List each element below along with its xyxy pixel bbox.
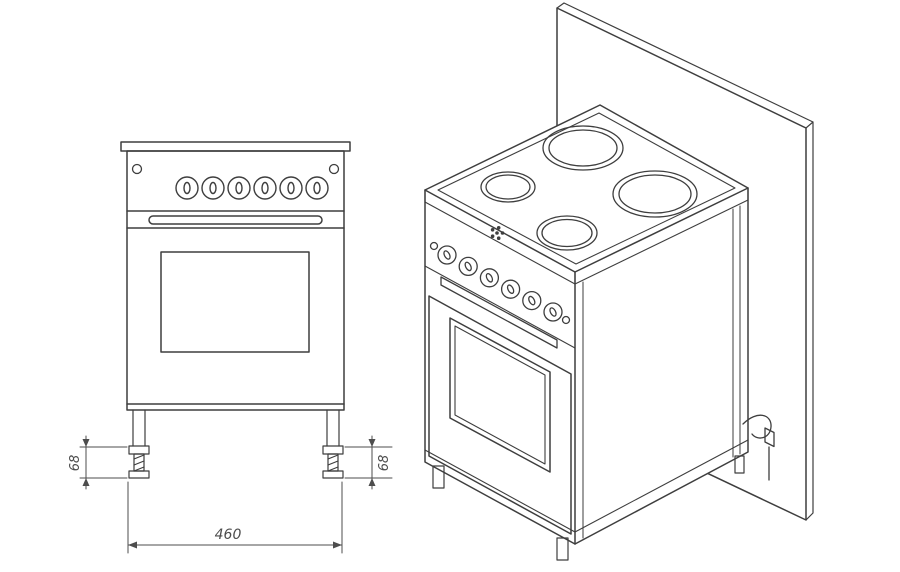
knob-icon — [437, 245, 457, 265]
side-panel-seams — [582, 205, 741, 539]
door-outline — [428, 295, 572, 535]
indicator-lamp-icon — [561, 315, 571, 325]
arrow-icon — [368, 439, 376, 447]
door-window-inner — [454, 325, 546, 465]
front-oven-window — [160, 251, 310, 353]
cooktop-rim — [437, 112, 736, 265]
arrow-icon — [128, 541, 137, 549]
knob-icon — [253, 176, 277, 200]
cooktop-burners — [480, 125, 698, 251]
front-foot-left — [128, 409, 150, 479]
foot-icon — [556, 537, 569, 561]
foot-icon — [734, 455, 745, 474]
base-seam-lines — [424, 439, 749, 533]
dimension-foot-right: 68 — [344, 435, 393, 490]
arrow-icon — [333, 541, 342, 549]
front-oven-handle — [148, 215, 323, 225]
burner-icon — [480, 171, 536, 203]
knob-icon — [305, 176, 329, 200]
door-window-outer — [449, 317, 551, 473]
dimensions: 460 68 68 — [68, 435, 393, 554]
knob-icon — [175, 176, 199, 200]
front-view — [120, 141, 351, 479]
stove-silhouette — [424, 104, 749, 545]
control-panel-bottom-line — [424, 265, 576, 349]
iso-feet — [432, 455, 745, 561]
stove-body — [424, 104, 749, 545]
foot-icon — [432, 465, 445, 489]
burner-icon — [612, 170, 698, 218]
knob-icon — [201, 176, 225, 200]
power-cord — [742, 414, 775, 481]
front-foot-right — [322, 409, 344, 479]
dimension-overall-width: 460 — [127, 481, 343, 554]
front-indicator-lamps — [131, 163, 340, 175]
arrow-icon — [368, 478, 376, 486]
arrow-icon — [82, 439, 90, 447]
flower-symbol-icon — [490, 226, 505, 240]
wall-socket-icon — [764, 427, 775, 448]
indicator-lamp-icon — [131, 163, 143, 175]
dimension-foot-left: 68 — [68, 435, 128, 490]
front-control-knobs — [175, 176, 329, 200]
foot-height-right-label: 68 — [377, 455, 392, 472]
iso-oven-door — [428, 295, 572, 535]
knob-icon — [500, 279, 521, 299]
knob-icon — [522, 290, 542, 311]
isometric-view — [424, 2, 814, 561]
extension-lines — [127, 481, 343, 554]
knob-icon — [227, 176, 251, 200]
wall-panel-thickness-edge — [556, 2, 814, 521]
knob-icon — [543, 302, 563, 322]
overall-width-label: 460 — [215, 527, 242, 543]
foot-height-left-label: 68 — [68, 455, 83, 472]
iso-oven-handle — [440, 276, 558, 349]
burner-icon — [536, 215, 598, 251]
front-body — [126, 150, 345, 411]
cooktop-thickness-band — [424, 187, 749, 285]
knob-icon — [479, 268, 500, 288]
extension-lines — [79, 446, 128, 479]
knob-icon — [458, 256, 478, 277]
iso-control-knobs — [429, 241, 571, 325]
knob-icon — [279, 176, 303, 200]
arrow-icon — [82, 478, 90, 486]
cord-loop — [742, 414, 772, 439]
indicator-lamp-icon — [328, 163, 340, 175]
burner-icon — [542, 125, 624, 171]
indicator-lamp-icon — [429, 241, 439, 251]
extension-lines — [344, 446, 393, 479]
